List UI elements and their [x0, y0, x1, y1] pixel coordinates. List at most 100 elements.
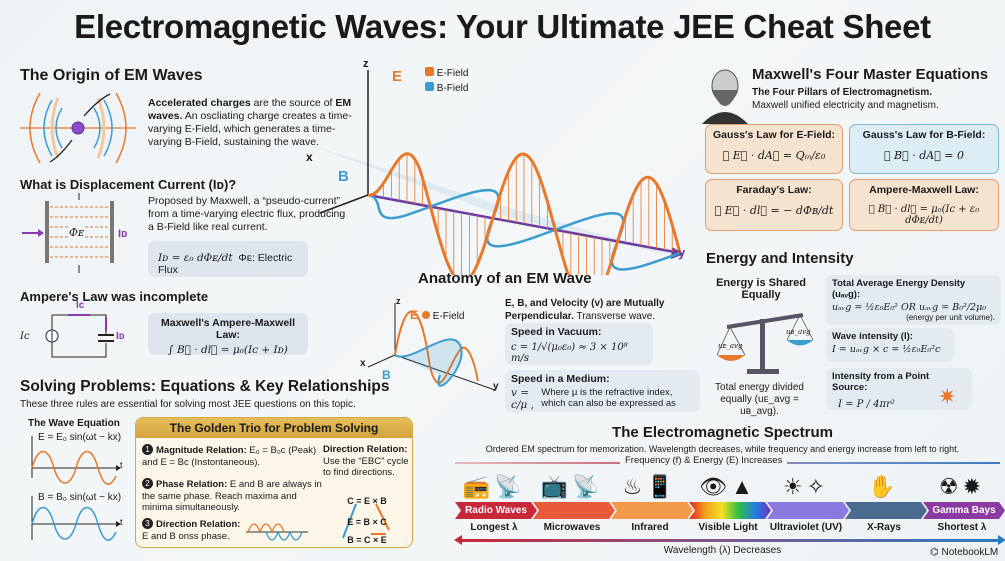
- spectrum-icon-1: 📺📡: [540, 474, 604, 499]
- golden-trio-title: The Golden Trio for Problem Solving: [136, 418, 412, 438]
- displacement-text: Proposed by Maxwell, a “pseudo-current” …: [148, 195, 346, 233]
- notebooklm-logo-icon: ⌬: [930, 547, 939, 558]
- ebc-cycle-arrows: [342, 503, 390, 539]
- origin-heading: The Origin of EM Waves: [20, 67, 203, 84]
- circuit-diagram: [45, 314, 114, 358]
- ampere-maxwell-eq-box: Ampere-Maxwell Law:∮ B⃗ · dl⃗ = μ₀(Iᴄ + …: [849, 179, 999, 231]
- y-label: y: [678, 245, 686, 260]
- spectrum-band-1: [533, 502, 615, 519]
- anatomy-b-label: B: [382, 368, 391, 382]
- maxwell-heading: Maxwell's Four Master Equations: [752, 66, 989, 83]
- ic-label: Iᴄ: [76, 300, 85, 311]
- spectrum-label-0: Longest λ: [470, 522, 518, 533]
- spectrum-icon-6: ☢✹: [938, 474, 986, 499]
- maxwell-portrait: [702, 69, 748, 124]
- ampere-heading: Ampere's Law was incomplete: [20, 289, 209, 304]
- capacitor-flux-diagram: [22, 193, 114, 273]
- b-label: B: [338, 168, 349, 185]
- point-source-rays-icon: ✷: [938, 384, 957, 409]
- spectrum-label-3: Visible Light: [698, 522, 758, 533]
- ub-avg-label: uʙ_avg: [786, 328, 811, 336]
- phi-e-label: Φᴇ: [69, 226, 85, 239]
- page-title: Electromagnetic Waves: Your Ultimate JEE…: [74, 8, 931, 45]
- ic-source-label: Iᴄ: [20, 331, 30, 342]
- spectrum-icon-4: ☀✧: [782, 474, 830, 499]
- anatomy-z-label: z: [396, 296, 401, 306]
- spectrum-band-4: [767, 502, 849, 519]
- gauss-e-box: Gauss's Law for E-Field:∮ E⃗ · dA⃗ = Qᵢₙ…: [705, 124, 843, 174]
- spectrum-band-2: [611, 502, 693, 519]
- frequency-label: Frequency (f) & Energy (E) Increases: [620, 455, 788, 466]
- t-axis-label-b: t: [120, 517, 123, 527]
- spectrum-icon-2: ♨📱: [622, 474, 678, 499]
- spectrum-heading: The Electromagnetic Spectrum: [612, 424, 833, 441]
- e-field-wave: [368, 152, 682, 275]
- maxwell-sub: Maxwell unified electricity and magnetis…: [752, 100, 939, 111]
- maxwell-sub-bold: The Four Pillars of Electromagnetism.: [752, 87, 933, 98]
- cycle-c: C = E × B: [347, 496, 387, 506]
- anatomy-heading: Anatomy of an EM Wave: [418, 270, 592, 287]
- spectrum-icon-3: 👁▲: [699, 474, 757, 499]
- wavelength-arrow-left-head: [454, 535, 462, 545]
- legend-e-field: E-Field: [425, 66, 468, 81]
- spectrum-icon-5: ✋: [868, 474, 900, 499]
- spectrum-label-4: Ultraviolet (UV): [769, 522, 843, 533]
- energy-density-box: Total Average Energy Density (uₐᵥg):uₐᵥg…: [826, 275, 1001, 325]
- notebooklm-brand: ⌬ NotebookLM: [930, 547, 999, 558]
- spectrum-label-1: Microwaves: [543, 522, 601, 533]
- x-axis: [319, 194, 369, 214]
- wavelength-label: Wavelength (λ) Decreases: [663, 545, 782, 556]
- legend-b-field: B-Field: [425, 81, 468, 96]
- anatomy-x-label: x: [360, 358, 366, 369]
- e-label: E: [392, 68, 403, 85]
- ampere-maxwell-box: Maxwell's Ampere-Maxwell Law:∫ B⃗ · dl⃗ …: [148, 313, 308, 356]
- spectrum-band-0: Radio Waves: [455, 502, 537, 519]
- em-wave-3d-diagram: [310, 70, 690, 275]
- spectrum-band-5: [845, 502, 927, 519]
- phase-wave-icon: [246, 523, 308, 541]
- anatomy-legend: E-Field: [422, 311, 464, 322]
- anatomy-wave-diagram: [367, 303, 496, 391]
- id-label: Iᴅ: [118, 228, 128, 240]
- wave-intensity-box: Wave intensity (I):I = uₐᵥg × c = ½ε₀E₀²…: [826, 328, 954, 362]
- e-field-vectors: [375, 153, 673, 275]
- t-axis-label-e: t: [120, 460, 123, 470]
- spectrum-label-2: Infrared: [631, 522, 669, 533]
- anatomy-intro: E, B, and Velocity (v) are Mutually Perp…: [505, 298, 665, 322]
- wavelength-arrow-right-head: [998, 535, 1005, 545]
- gauss-b-box: Gauss's Law for B-Field:∮ B⃗ · dA⃗ = 0: [849, 124, 999, 174]
- origin-text: Accelerated charges are the source of EM…: [148, 97, 352, 148]
- anatomy-y-label: y: [493, 381, 499, 392]
- wave-equation-graphs: [31, 436, 121, 541]
- ue-avg-label: uᴇ_avg: [718, 342, 743, 350]
- anatomy-e-label: E: [410, 308, 419, 322]
- cycle-b: B = C × E: [347, 535, 387, 545]
- x-label: x: [306, 150, 313, 164]
- spectrum-band-3: [689, 502, 771, 519]
- spectrum-band-6: Gamma Bays: [923, 502, 1005, 519]
- solving-sub: These three rules are essential for solv…: [20, 399, 356, 410]
- spectrum-sub: Ordered EM spectrum for memorization. Wa…: [485, 444, 960, 454]
- e-wave-equation: E = E₀ sin(ωt − kx): [38, 432, 122, 443]
- spectrum-label-6: Shortest λ: [937, 522, 987, 533]
- wave-legend: E-Field B-Field: [425, 66, 468, 96]
- speed-medium-box: Speed in a Medium:v = c/μ ,Where μ is th…: [505, 370, 700, 412]
- speed-vacuum-box: Speed in Vacuum:c = 1/√(μ₀ε₀) ≈ 3 × 10⁸ …: [505, 323, 653, 365]
- energy-shared-title: Energy is Shared Equally: [716, 277, 806, 301]
- spectrum-icon-0: 📻📡: [462, 474, 526, 499]
- direction-relation: Direction Relation:Use the “EBC” cycle t…: [323, 444, 409, 478]
- solving-heading: Solving Problems: Equations & Key Relati…: [20, 378, 390, 395]
- z-label: z: [363, 58, 369, 70]
- displacement-heading: What is Displacement Current (Iᴅ)?: [20, 177, 237, 192]
- displacement-formula-box: Iᴅ = ε₀ dΦᴇ/dt Φᴇ: Electric Flux: [148, 241, 308, 277]
- faraday-box: Faraday's Law:∮ E⃗ · dl⃗ = − dΦʙ/dt: [705, 179, 843, 231]
- spectrum-label-5: X-Rays: [867, 522, 901, 533]
- balance-scale-icon: [716, 313, 814, 374]
- id-circuit-label: Iᴅ: [116, 331, 125, 342]
- wave-eq-title: The Wave Equation: [28, 418, 120, 429]
- b-wave-equation: B = B₀ sin(ωt − kx): [38, 492, 122, 503]
- wavelength-arrow: [460, 539, 1000, 542]
